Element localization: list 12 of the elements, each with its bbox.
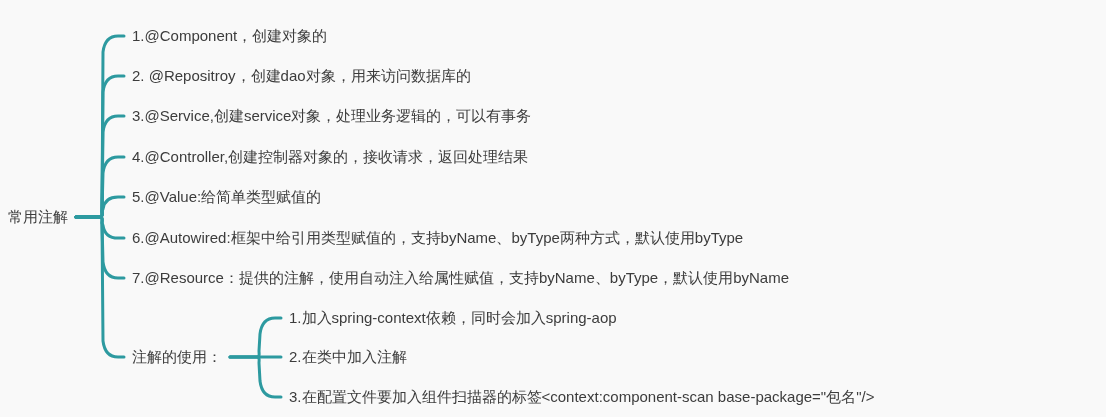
topic-text: 2. @Repositroy，创建dao对象，用来访问数据库的 [124, 66, 479, 86]
topic-text: 5.@Value:给简单类型赋值的 [124, 187, 330, 207]
topic-text: 6.@Autowired:框架中给引用类型赋值的，支持byName、byType两种方式，默认使用byType [124, 228, 752, 248]
topic-text: 4.@Controller,创建控制器对象的，接收请求，返回处理结果 [124, 147, 537, 167]
topic-text: 3.@Service,创建service对象，处理业务逻辑的，可以有事务 [124, 106, 540, 126]
topic-text: 注解的使用： [124, 347, 230, 367]
topic-text: 1.@Component，创建对象的 [124, 26, 336, 46]
topic-text: 2.在类中加入注解 [281, 347, 415, 367]
topic-text: 3.在配置文件要加入组件扫描器的标签<context:component-scan base-package="包名"/> [281, 387, 883, 407]
topic-text: 7.@Resource：提供的注解，使用自动注入给属性赋值，支持byName、byType，默认使用byName [124, 268, 797, 288]
central-topic: 常用注解 [0, 207, 76, 227]
topic-text: 1.加入spring-context依赖，同时会加入spring-aop [281, 308, 625, 328]
